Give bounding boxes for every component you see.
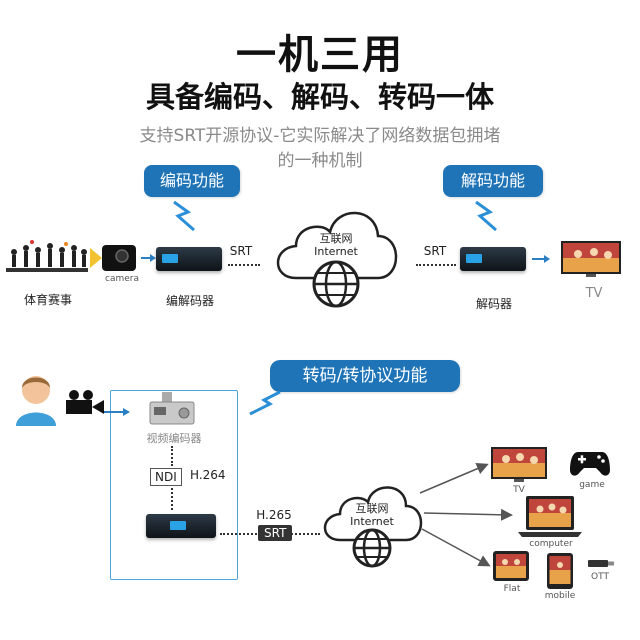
ott-label: OTT bbox=[591, 572, 609, 582]
signal-lightning-icon bbox=[249, 390, 281, 416]
tv-icon bbox=[491, 447, 547, 482]
decoder-label: 解码器 bbox=[475, 297, 512, 311]
internet-cloud-icon bbox=[276, 211, 398, 308]
sports-event-label: 体育赛事 bbox=[23, 293, 72, 307]
encode-function-bubble: 编码功能 bbox=[144, 165, 240, 197]
computer-label: computer bbox=[529, 539, 573, 549]
internet-cloud-icon bbox=[323, 486, 423, 568]
sports-crowd-icon bbox=[6, 240, 88, 272]
srt-tag: SRT bbox=[258, 525, 293, 541]
tv-label-top: TV bbox=[585, 286, 603, 301]
srt-label-right: SRT bbox=[423, 244, 447, 258]
cloud-label-top: 互联网 Internet bbox=[296, 232, 376, 258]
description: 支持SRT开源协议-它实际解决了网络数据包拥堵 的一种机制 bbox=[40, 124, 600, 174]
encoder-device bbox=[156, 247, 222, 271]
signal-lightning-icon bbox=[173, 200, 195, 232]
tv-label-bottom: TV bbox=[513, 485, 525, 495]
video-encoder-label: 视频编码器 bbox=[146, 432, 202, 445]
arrow-right-icon bbox=[532, 255, 550, 263]
h264-label: H.264 bbox=[190, 468, 226, 482]
decode-function-bubble: 解码功能 bbox=[443, 165, 543, 197]
decoder-device bbox=[460, 247, 526, 271]
mobile-phone-icon bbox=[547, 553, 573, 589]
dotted-link bbox=[171, 446, 173, 466]
dotted-link bbox=[416, 264, 456, 266]
camera-icon bbox=[90, 245, 136, 271]
distribution-arrows bbox=[419, 462, 513, 567]
transcode-function-bubble: 转码/转协议功能 bbox=[270, 360, 460, 392]
encoder-label: 编解码器 bbox=[165, 294, 214, 308]
ott-stick-icon bbox=[588, 560, 614, 567]
cloud-label-cn: 互联网 bbox=[319, 232, 353, 245]
srt-label-left: SRT bbox=[229, 244, 253, 258]
cloud-label-cn: 互联网 bbox=[355, 502, 389, 515]
dotted-link bbox=[228, 264, 260, 266]
cloud-label-en: Internet bbox=[314, 245, 358, 258]
cloud-label-bottom: 互联网 Internet bbox=[334, 502, 410, 528]
video-encoder-device bbox=[149, 392, 195, 425]
dotted-link bbox=[171, 488, 173, 510]
person-avatar-icon bbox=[16, 376, 56, 426]
page-title: 一机三用 bbox=[236, 32, 404, 78]
tv-icon bbox=[561, 241, 621, 277]
transcoder-device bbox=[146, 514, 216, 538]
description-line-1: 支持SRT开源协议-它实际解决了网络数据包拥堵 bbox=[139, 126, 501, 146]
video-camera-icon bbox=[66, 390, 104, 414]
mobile-label: mobile bbox=[544, 591, 576, 601]
description-line-2: 的一种机制 bbox=[277, 151, 363, 171]
laptop-computer-icon bbox=[518, 496, 582, 537]
tablet-icon bbox=[493, 551, 529, 581]
arrow-right-icon bbox=[141, 254, 156, 262]
signal-lightning-icon bbox=[475, 200, 497, 232]
arrow-right-icon bbox=[104, 408, 130, 416]
ndi-tag: NDI bbox=[150, 468, 182, 486]
game-controller-icon bbox=[570, 452, 610, 476]
flat-label: Flat bbox=[503, 584, 521, 594]
game-label: game bbox=[579, 480, 605, 490]
page-subtitle: 具备编码、解码、转码一体 bbox=[145, 80, 494, 114]
transcoder-group-frame bbox=[110, 390, 238, 580]
cloud-label-en: Internet bbox=[350, 515, 394, 528]
camera-label: camera bbox=[105, 274, 139, 284]
h265-label: H.265 bbox=[256, 508, 292, 522]
